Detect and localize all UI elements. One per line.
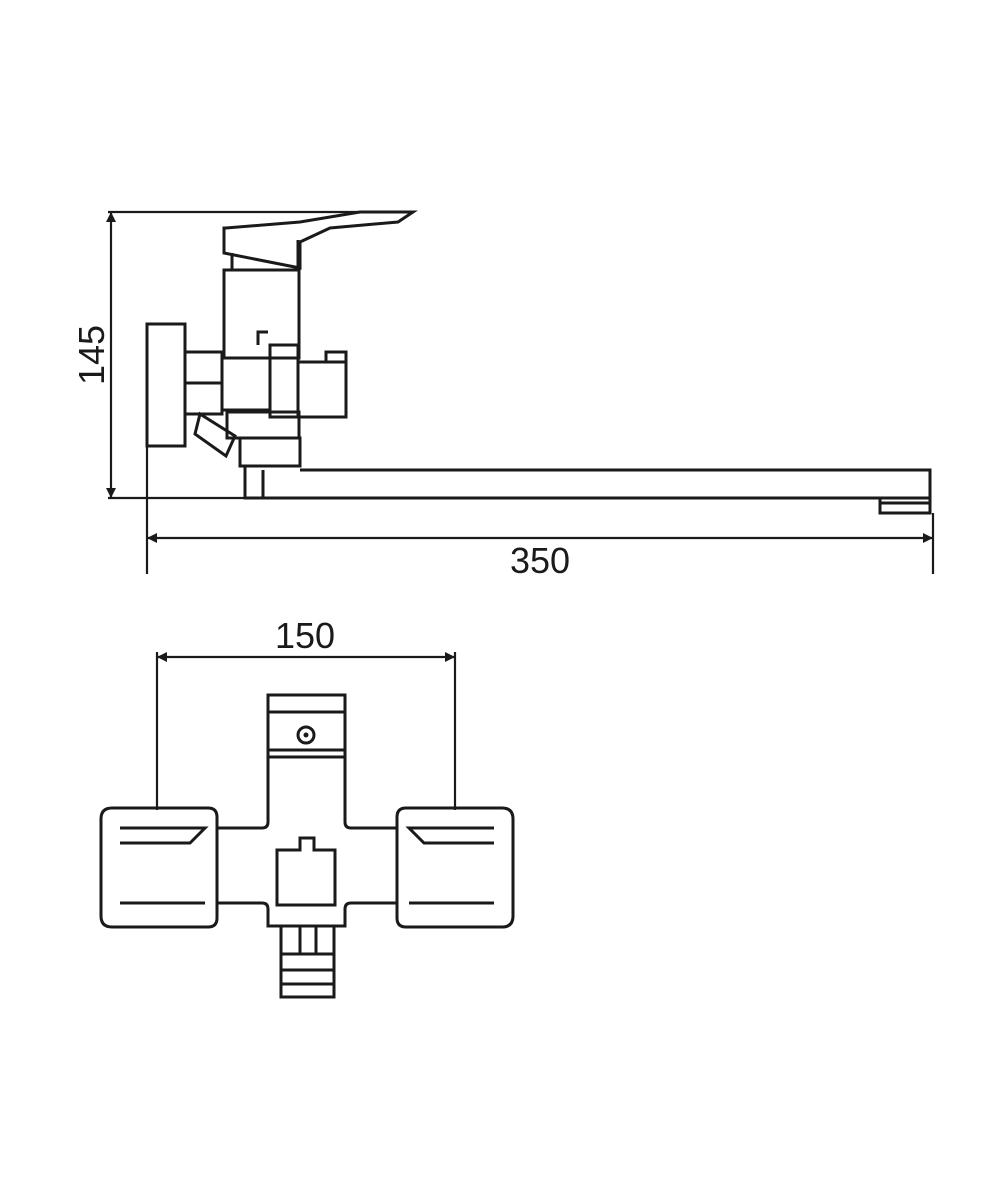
lever-handle — [222, 210, 418, 270]
spout-outlet-top — [279, 924, 336, 999]
spout-length-dimension: 350 — [145, 446, 935, 581]
side-view: 145 — [71, 210, 935, 581]
right-eccentric-arm — [395, 806, 515, 929]
spout — [243, 466, 932, 515]
center-distance-dimension: 150 — [155, 615, 457, 810]
eccentric-connector — [183, 350, 237, 459]
lever-handle-top — [266, 693, 347, 759]
height-dimension-label: 145 — [71, 325, 112, 385]
left-eccentric-arm — [99, 806, 219, 929]
top-central-body — [217, 755, 397, 928]
spout-length-label: 350 — [510, 540, 570, 581]
center-distance-label: 150 — [275, 615, 335, 656]
wall-flange — [145, 322, 187, 448]
mixer-body — [220, 268, 348, 468]
screw-icon — [296, 725, 316, 745]
top-view: 150 — [99, 615, 515, 999]
